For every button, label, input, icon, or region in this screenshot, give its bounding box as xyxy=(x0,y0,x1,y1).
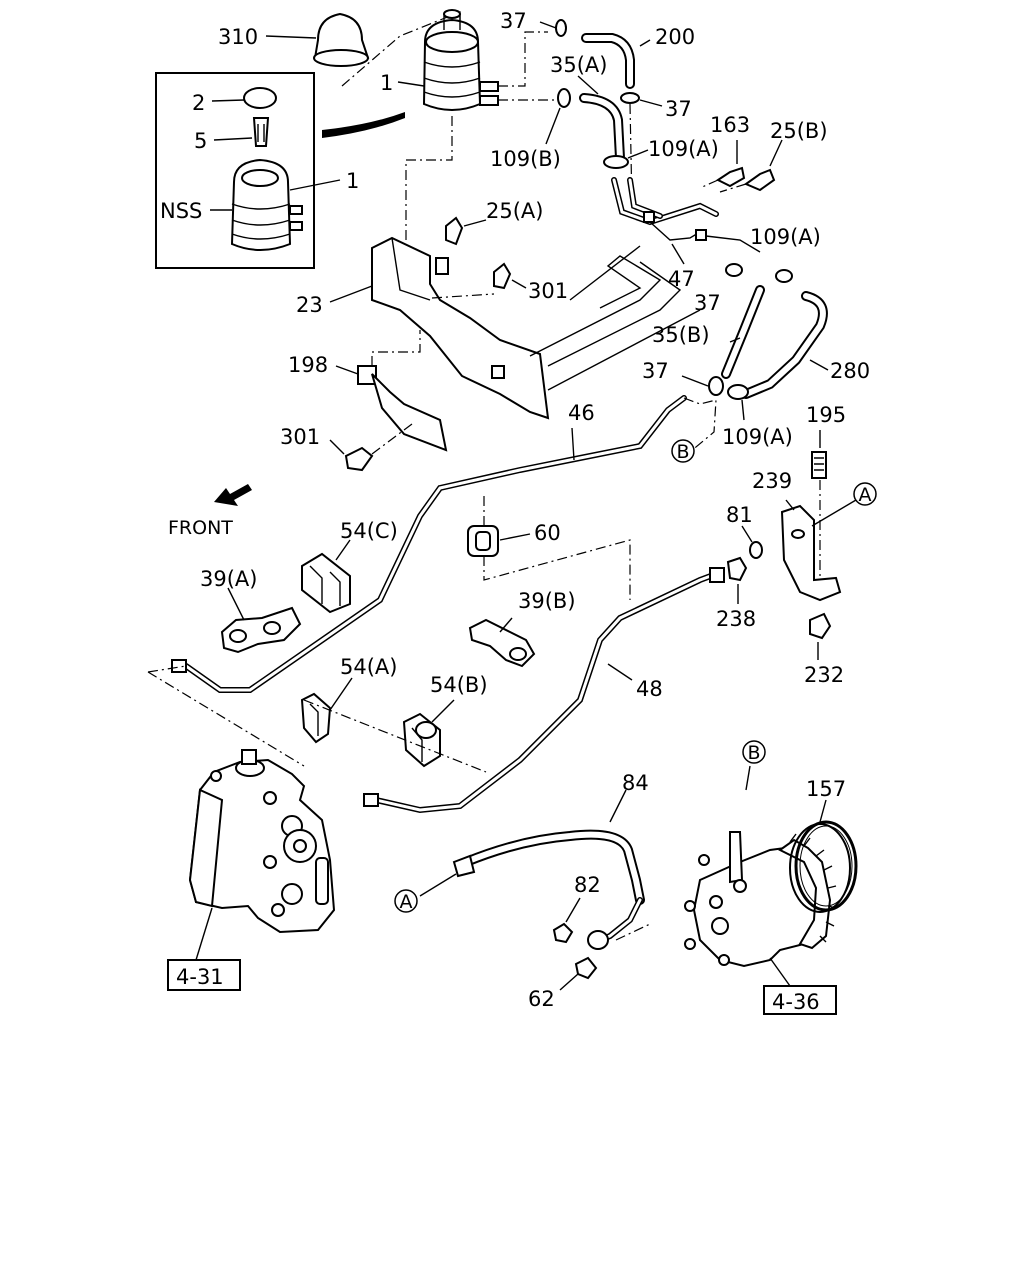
label-54b: 54(B) xyxy=(430,673,488,697)
inset-box-reservoir-kit xyxy=(155,72,405,269)
label-81: 81 xyxy=(726,503,753,527)
label-37-b: 37 xyxy=(665,97,692,121)
label-60: 60 xyxy=(534,521,561,545)
label-82: 82 xyxy=(574,873,601,897)
label-ref-4-31: 4-31 xyxy=(176,965,224,989)
label-front: FRONT xyxy=(168,517,233,539)
label-48: 48 xyxy=(636,677,663,701)
reservoir-tank xyxy=(341,9,556,250)
bolt-25b xyxy=(719,139,783,193)
ref-box-4-36 xyxy=(763,985,837,1015)
label-25b: 25(B) xyxy=(770,119,828,143)
ref-box-4-31 xyxy=(167,959,241,991)
clamp-109b xyxy=(545,88,571,145)
label-54a: 54(A) xyxy=(340,655,397,679)
pipe-47 xyxy=(611,177,761,265)
clip-54a xyxy=(300,677,353,744)
clamp-39b xyxy=(468,617,536,668)
bolt-25a xyxy=(445,216,487,246)
nut-62 xyxy=(559,956,598,991)
bolt-163 xyxy=(699,140,746,189)
washer-81 xyxy=(741,525,763,559)
clamp-39a xyxy=(220,587,302,654)
label-232: 232 xyxy=(804,663,844,687)
clamp-109a-top xyxy=(603,149,649,169)
clamp-37-lower xyxy=(681,375,724,396)
label-1-top: 1 xyxy=(380,71,393,95)
label-37-d: 37 xyxy=(642,359,669,383)
power-steering-pump xyxy=(684,765,851,987)
clamp-37-top xyxy=(539,19,567,37)
label-35b: 35(B) xyxy=(652,323,710,347)
label-280: 280 xyxy=(830,359,870,383)
bracket-239 xyxy=(780,499,857,602)
label-37-a: 37 xyxy=(500,9,527,33)
connector-a-hose: A xyxy=(394,889,418,913)
connector-a-hose-label: A xyxy=(400,891,413,913)
label-109a-1: 109(A) xyxy=(648,137,719,161)
label-5: 5 xyxy=(194,129,207,153)
label-39a: 39(A) xyxy=(200,567,257,591)
clamp-60 xyxy=(467,496,631,600)
pipe-46 xyxy=(171,395,717,693)
label-ref-4-36: 4-36 xyxy=(772,990,820,1014)
connector-b-pump: B xyxy=(742,740,766,764)
bolt-301-upper xyxy=(493,262,527,290)
label-109a-2: 109(A) xyxy=(750,225,821,249)
hose-84 xyxy=(419,789,651,950)
label-23: 23 xyxy=(296,293,323,317)
connector-b-upper: B xyxy=(671,439,695,463)
label-1-inset: 1 xyxy=(346,169,359,193)
label-47: 47 xyxy=(668,267,695,291)
nut-238 xyxy=(726,556,748,604)
label-35a: 35(A) xyxy=(550,53,607,77)
label-163: 163 xyxy=(710,113,750,137)
hose-200 xyxy=(581,33,651,89)
label-200: 200 xyxy=(655,25,695,49)
o-ring-157 xyxy=(794,799,858,912)
label-54c: 54(C) xyxy=(340,519,398,543)
bracket-23 xyxy=(329,236,550,420)
label-109b: 109(B) xyxy=(490,147,561,171)
label-39b: 39(B) xyxy=(518,589,576,613)
label-nss: NSS xyxy=(160,199,202,223)
connector-a-bracket-label: A xyxy=(859,484,872,506)
reservoir-cap-310 xyxy=(265,12,370,67)
bolt-301-lower xyxy=(329,423,413,472)
label-25a: 25(A) xyxy=(486,199,543,223)
bolt-195 xyxy=(811,430,827,580)
label-84: 84 xyxy=(622,771,649,795)
label-62: 62 xyxy=(528,987,555,1011)
label-195: 195 xyxy=(806,403,846,427)
clip-54b xyxy=(402,699,455,768)
front-arrow xyxy=(214,484,252,506)
label-46: 46 xyxy=(568,401,595,425)
connector-b-pump-label: B xyxy=(747,742,760,764)
clip-54c xyxy=(301,539,351,614)
label-157: 157 xyxy=(806,777,846,801)
clamp-109a-lower xyxy=(727,384,749,421)
frame-rails xyxy=(529,245,701,391)
pipe-48 xyxy=(363,567,725,814)
connector-a-bracket: A xyxy=(853,482,877,506)
nut-232 xyxy=(809,612,832,660)
label-310: 310 xyxy=(218,25,258,49)
hose-280 xyxy=(741,269,829,399)
label-37-c: 37 xyxy=(694,291,721,315)
label-109a-3: 109(A) xyxy=(722,425,793,449)
label-2: 2 xyxy=(192,91,205,115)
bracket-198 xyxy=(335,330,448,452)
label-239: 239 xyxy=(752,469,792,493)
label-198: 198 xyxy=(288,353,328,377)
hose-35a xyxy=(577,75,625,163)
label-301-b: 301 xyxy=(280,425,320,449)
label-238: 238 xyxy=(716,607,756,631)
steering-gear-assembly xyxy=(188,749,336,961)
hose-35b xyxy=(721,263,765,379)
nut-82 xyxy=(552,897,581,944)
connector-b-upper-label: B xyxy=(676,441,689,463)
label-301-a: 301 xyxy=(528,279,568,303)
